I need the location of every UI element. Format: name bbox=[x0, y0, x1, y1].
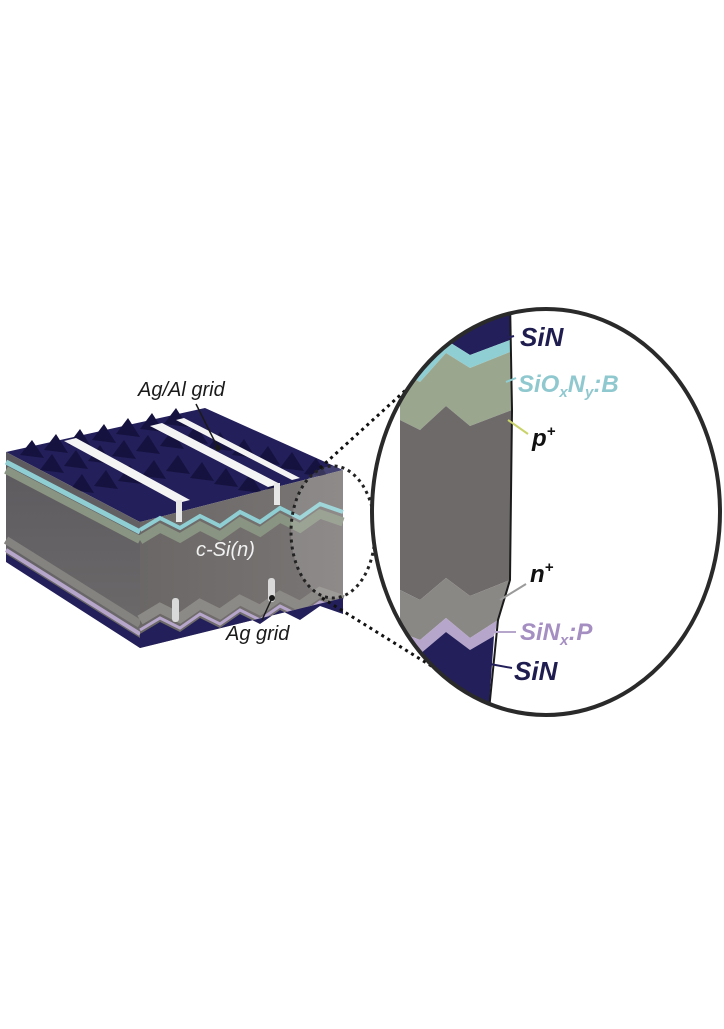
label-ag-grid: Ag grid bbox=[225, 623, 290, 645]
front-sion-layer bbox=[4, 459, 142, 535]
front-p-layer bbox=[4, 466, 142, 544]
label-sin-bottom: SiN bbox=[514, 656, 559, 686]
front-sinx-layer bbox=[4, 548, 142, 636]
zoom-detail bbox=[370, 307, 722, 717]
front-n-layer bbox=[3, 536, 143, 628]
label-sin-top: SiN bbox=[520, 322, 565, 352]
label-bulk: c-Si(n) bbox=[196, 539, 255, 561]
zoom-bulk bbox=[400, 406, 512, 600]
zoom-line-bottom bbox=[321, 596, 471, 692]
label-sinx-p: SiNx:P bbox=[520, 619, 593, 649]
label-sionx-b: SiOxNy:B bbox=[518, 371, 619, 401]
front-bottom-sin bbox=[6, 554, 140, 648]
zoom-n-plus bbox=[400, 578, 510, 640]
zoom-circle-outline bbox=[370, 307, 722, 717]
zoom-sion-b bbox=[400, 340, 510, 382]
label-ag-al-grid: Ag/Al grid bbox=[137, 379, 226, 401]
label-n-plus: n+ bbox=[530, 559, 554, 588]
bottom-contact-left bbox=[172, 598, 179, 622]
top-grid-fingers bbox=[64, 418, 300, 503]
magnify-source-circle bbox=[289, 464, 377, 600]
side-sion-zigzag bbox=[138, 501, 344, 532]
zoom-p-plus bbox=[400, 352, 512, 430]
side-p-zigzag bbox=[137, 508, 345, 544]
top-contact-right bbox=[274, 483, 280, 505]
top-contact-left bbox=[176, 500, 182, 522]
side-bottom-sin bbox=[140, 598, 343, 648]
label-p-plus: p+ bbox=[531, 423, 556, 452]
leader-ag-al-grid bbox=[195, 403, 219, 449]
zoom-sinx-p bbox=[400, 618, 498, 654]
leader-ag-grid bbox=[261, 597, 273, 621]
